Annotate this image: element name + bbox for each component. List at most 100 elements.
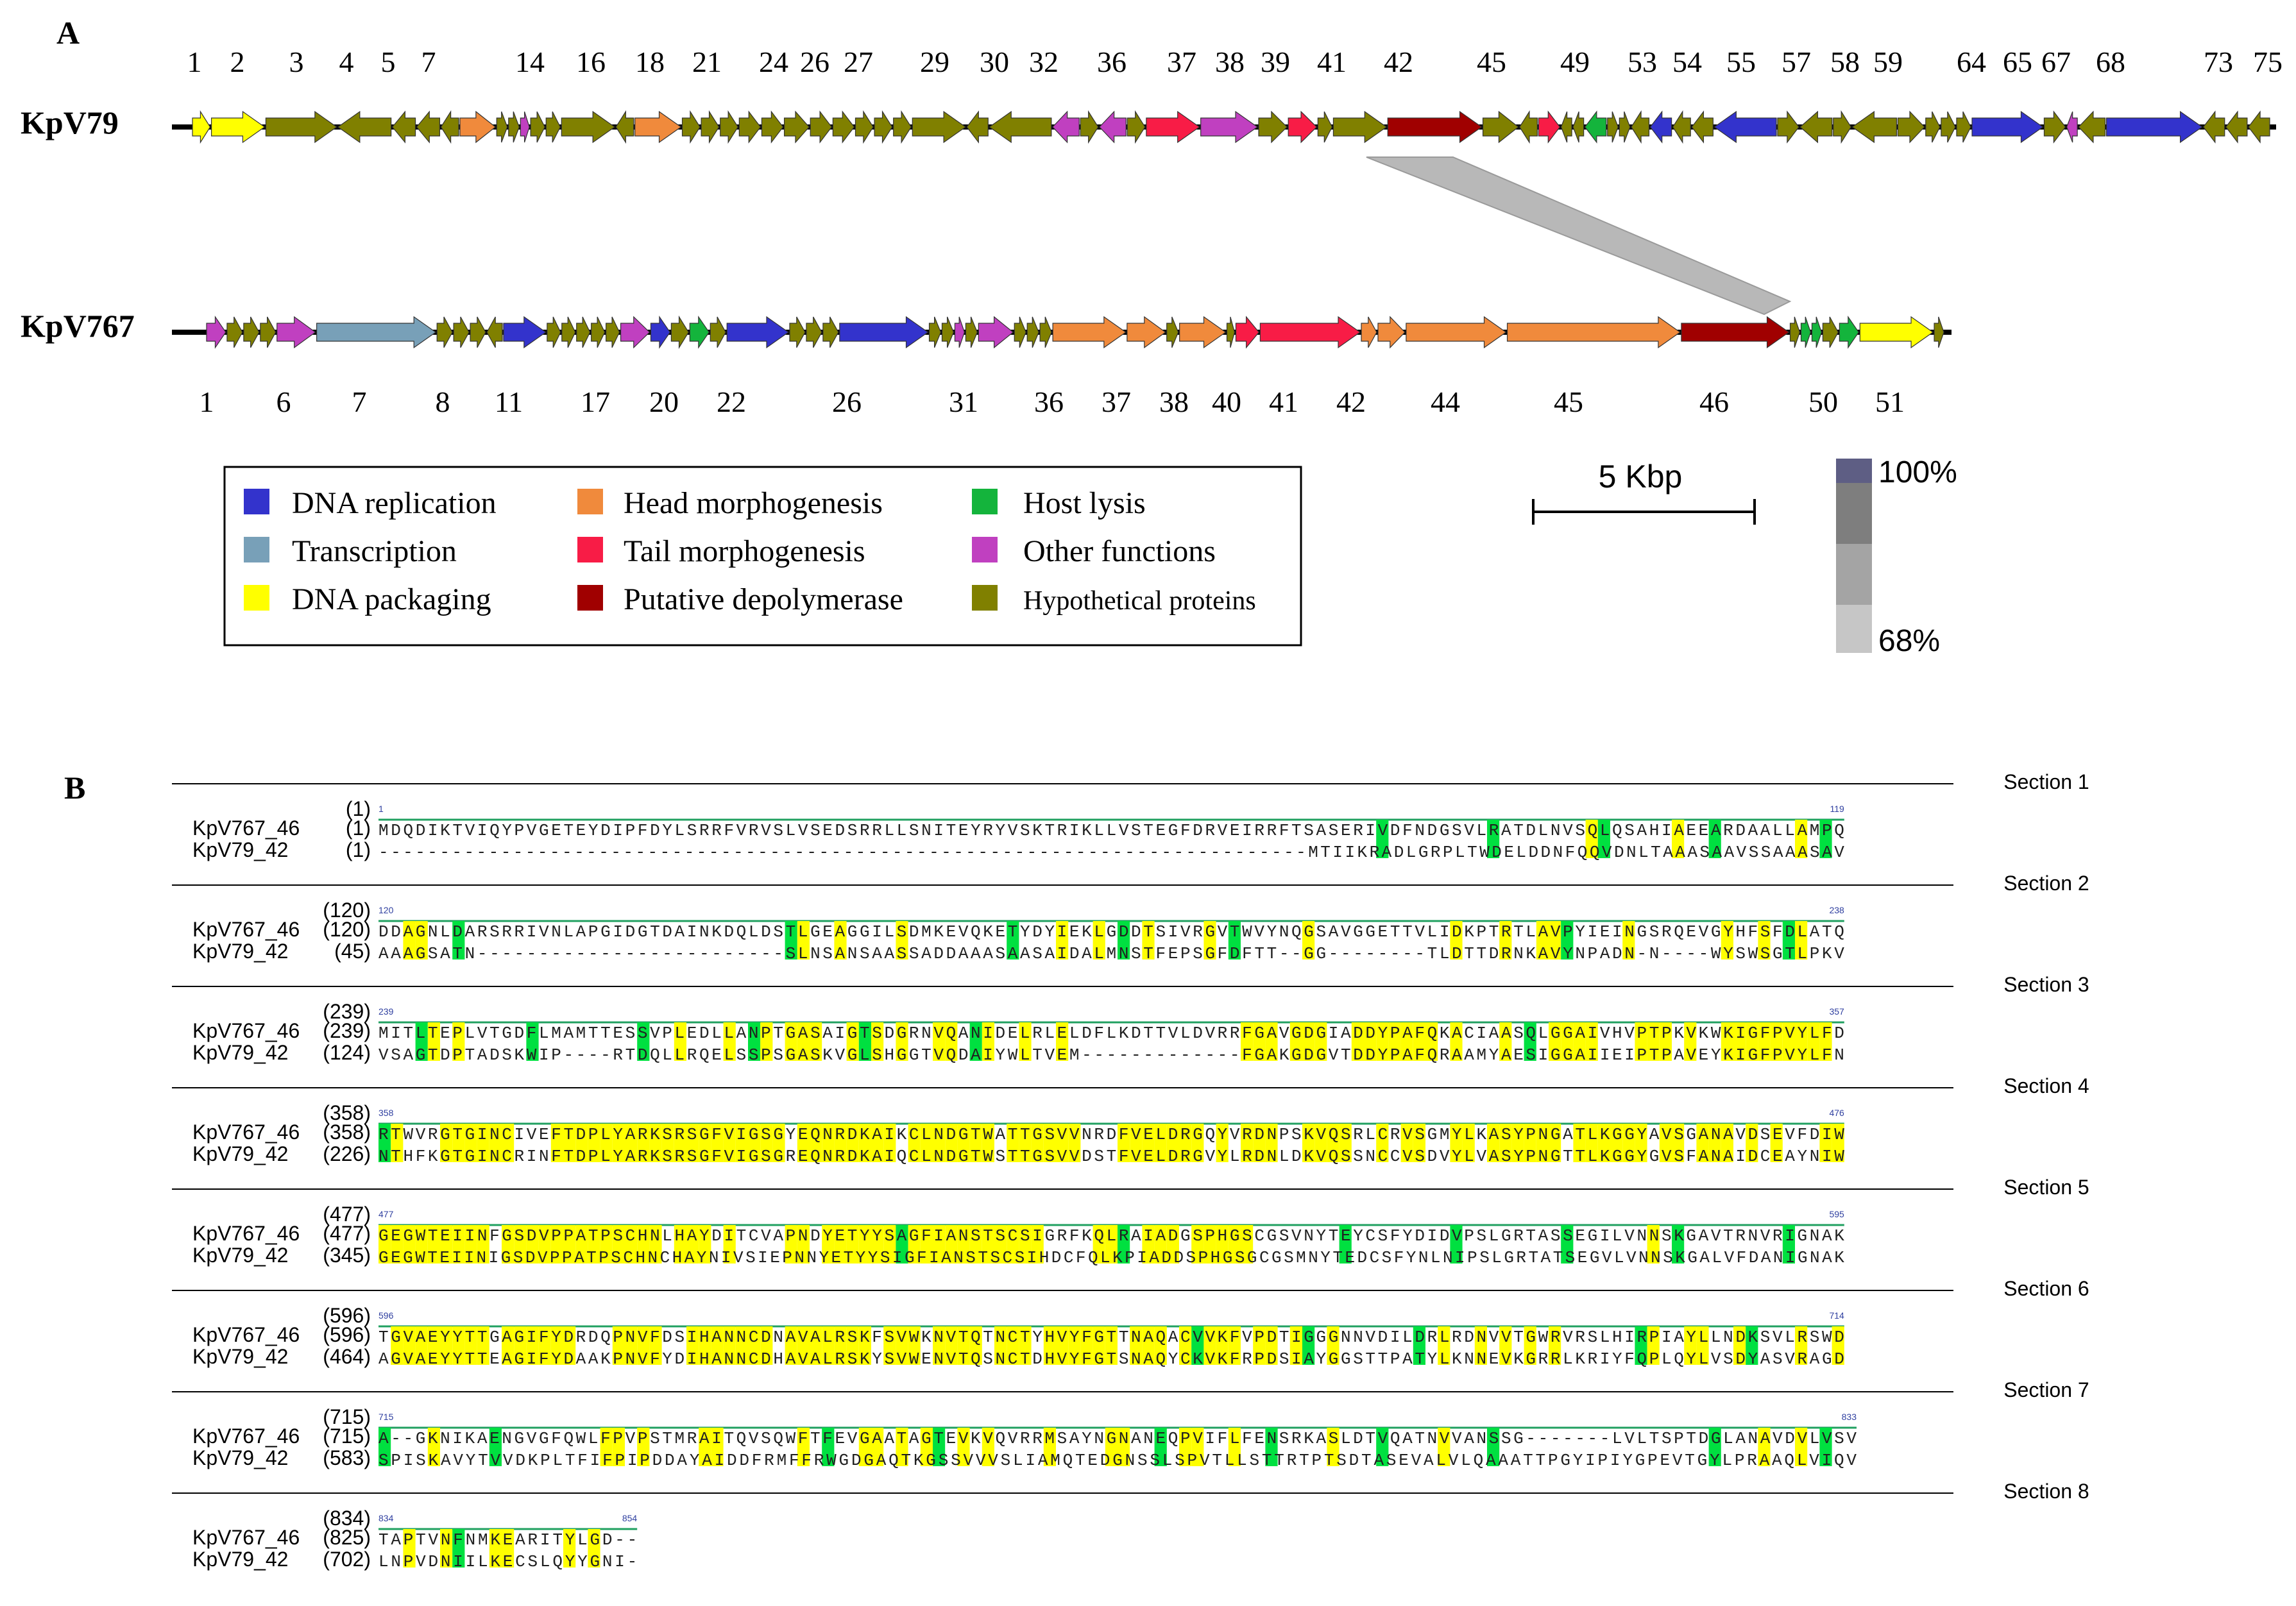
legend-swatch-magenta	[972, 537, 998, 562]
residue-highlight	[957, 1225, 970, 1264]
residue-highlight	[969, 1326, 982, 1365]
gene-arrow	[1127, 316, 1166, 349]
residue-highlight	[1733, 1326, 1746, 1365]
residue-highlight	[686, 1124, 699, 1162]
gene-arrow	[1259, 316, 1361, 349]
residue-highlight	[883, 1124, 896, 1162]
gene-number: 1	[187, 46, 202, 78]
gene-arrow	[503, 316, 547, 349]
residue-highlight	[563, 1326, 576, 1365]
residue-highlight	[502, 1529, 514, 1568]
residue-highlight	[477, 1326, 489, 1365]
gene-arrow	[650, 316, 671, 349]
residue-highlight	[896, 1225, 908, 1264]
residue-highlight	[625, 1326, 638, 1365]
residue-highlight	[1782, 921, 1795, 959]
residue-highlight	[588, 1225, 600, 1264]
gene-number: 42	[1384, 46, 1413, 78]
gene-arrow	[912, 110, 967, 144]
sequence-name: KpV767_46	[192, 1120, 300, 1144]
gene-number: 1	[200, 385, 214, 418]
gene-number: 59	[1873, 46, 1903, 78]
residue-highlight	[649, 1124, 662, 1162]
residue-highlight	[1585, 820, 1598, 858]
identity-swatch-4	[1836, 605, 1872, 653]
ruler-start: 358	[378, 1108, 394, 1118]
sequence-name: KpV79_42	[192, 1142, 288, 1165]
residue-highlight	[550, 1326, 563, 1365]
residue-highlight	[1203, 1225, 1216, 1264]
gene-arrow	[893, 110, 912, 144]
residue-highlight	[600, 1124, 613, 1162]
gene-arrow	[1672, 110, 1691, 144]
residue-highlight	[785, 1022, 797, 1061]
residue-highlight	[538, 1326, 551, 1365]
gene-arrow	[1377, 316, 1406, 349]
sequence-position: (464)	[323, 1345, 371, 1368]
residue-highlight	[637, 1124, 650, 1162]
gene-arrow	[530, 111, 545, 143]
gene-number: 42	[1336, 385, 1366, 418]
legend-swatch-steel	[244, 537, 269, 562]
residue-highlight	[945, 1225, 958, 1264]
ruler-start: 1	[378, 804, 384, 814]
residue-highlight	[612, 1124, 625, 1162]
residue-highlight	[427, 1225, 440, 1264]
identity-bottom-label: 68%	[1878, 624, 1940, 658]
residue-highlight	[908, 1225, 921, 1264]
residue-highlight	[686, 1225, 699, 1264]
residue-highlight	[1585, 1022, 1598, 1061]
residue-highlight	[1105, 1225, 1118, 1264]
gene-arrow	[1226, 316, 1236, 348]
residue-highlight	[563, 1529, 576, 1568]
gene-number: 58	[1830, 46, 1860, 78]
gene-arrow	[1200, 110, 1259, 144]
residue-highlight	[797, 1428, 810, 1466]
residue-highlight	[1179, 1326, 1192, 1365]
residue-highlight	[1191, 1225, 1204, 1264]
residue-highlight	[1549, 1326, 1561, 1365]
residue-highlight	[1043, 1428, 1056, 1466]
residue-highlight	[415, 1326, 428, 1365]
residue-highlight	[760, 1022, 773, 1061]
section-title: Section 8	[2003, 1480, 2089, 1503]
section-title: Section 1	[2003, 770, 2089, 793]
residue-highlight	[858, 1326, 871, 1365]
residue-highlight	[810, 1022, 822, 1061]
gene-number: 50	[1808, 385, 1838, 418]
residue-highlight	[1684, 1022, 1697, 1061]
sequence-name: KpV767_46	[192, 1019, 300, 1042]
sequence-text: MDQDIKTVIQYPVGETEYDIPFDYLSRRFVRVSLVSEDSR…	[378, 821, 1844, 840]
residue-highlight	[1770, 1022, 1783, 1061]
sequence-name: KpV79_42	[192, 1548, 288, 1571]
gene-arrow	[1560, 111, 1572, 143]
residue-highlight	[822, 1124, 835, 1162]
gene-arrow	[634, 110, 682, 144]
gene-arrow	[1584, 110, 1607, 144]
gene-number: 4	[339, 46, 354, 78]
gene-arrow	[1839, 316, 1860, 349]
residue-highlight	[1474, 1326, 1487, 1365]
residue-highlight	[1819, 1428, 1832, 1466]
gene-arrow	[1080, 110, 1099, 144]
gene-arrow	[1026, 316, 1039, 348]
residue-highlight	[1438, 1326, 1450, 1365]
residue-highlight	[699, 1225, 711, 1264]
ruler-end: 357	[1829, 1006, 1844, 1017]
gene-arrow	[1052, 316, 1127, 349]
legend-label: Putative depolymerase	[624, 582, 903, 616]
residue-highlight	[1487, 1124, 1500, 1162]
residue-highlight	[1191, 1124, 1204, 1162]
gene-number: 8	[436, 385, 450, 418]
gene-arrow	[2105, 110, 2203, 144]
residue-highlight	[563, 1124, 576, 1162]
gene-arrow	[2078, 110, 2106, 144]
residue-highlight	[723, 1225, 736, 1264]
residue-highlight	[427, 1326, 440, 1365]
residue-highlight	[440, 1326, 453, 1365]
residue-highlight	[1647, 1225, 1660, 1264]
gene-arrow	[855, 110, 874, 144]
residue-highlight	[452, 921, 465, 959]
gene-arrow	[226, 316, 243, 348]
